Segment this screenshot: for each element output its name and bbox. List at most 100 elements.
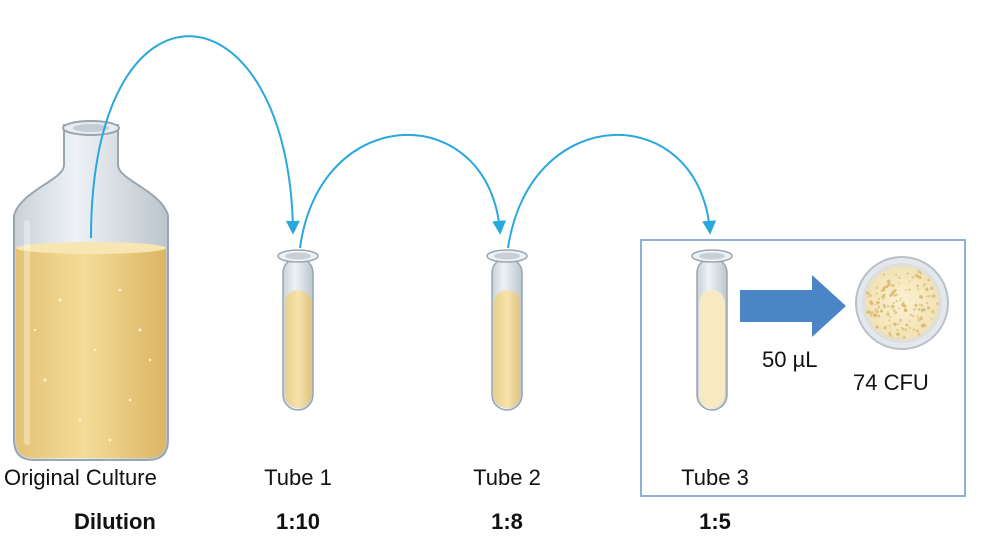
volume-label: 50 µL	[762, 347, 818, 372]
colony-dot	[919, 272, 923, 275]
transfer-arrow-tube2-to-tube3	[507, 134, 717, 249]
tube3-ratio: 1:5	[699, 509, 731, 534]
colony-dot	[919, 315, 923, 320]
colony-dot	[920, 303, 924, 307]
original-culture-label: Original Culture	[4, 465, 157, 490]
colony-dot	[918, 276, 922, 280]
colony-dot	[908, 280, 911, 282]
colony-dot	[905, 323, 909, 327]
colony-dot	[885, 313, 888, 316]
colony-dot	[917, 308, 921, 311]
colony-dot	[898, 276, 901, 279]
colony-dot	[897, 282, 900, 284]
colony-dot	[908, 288, 911, 291]
colony-dot	[866, 296, 869, 298]
colony-dot	[876, 311, 878, 314]
colony-dot	[911, 314, 915, 318]
colony-dot	[890, 291, 895, 295]
colony-dot	[883, 273, 886, 276]
colony-dot	[921, 308, 924, 311]
tube1-ratio: 1:10	[275, 509, 321, 534]
colony-dot	[882, 297, 885, 300]
colony-dot	[874, 303, 877, 306]
colony-dot	[895, 293, 898, 297]
colony-dot	[882, 293, 886, 298]
colony-dot	[880, 289, 883, 292]
colony-dot	[882, 305, 887, 309]
colony-dot	[895, 299, 898, 303]
colony-dot	[930, 309, 935, 314]
colony-dot	[930, 286, 934, 290]
colony-dot	[891, 336, 893, 339]
colony-dot	[892, 302, 895, 305]
colony-dot	[934, 295, 937, 298]
plating-arrow	[740, 275, 846, 337]
tube1-label: Tube 1	[264, 465, 332, 490]
colony-dot	[904, 289, 907, 292]
colony-dot	[926, 295, 928, 298]
transfer-arrow-tube1-to-tube2	[299, 134, 507, 249]
tube3-test-tube	[691, 249, 733, 411]
colony-dot	[898, 307, 900, 310]
colony-dot	[886, 279, 891, 284]
colony-dot	[903, 304, 907, 308]
colony-dot	[893, 322, 897, 327]
colony-dot	[875, 325, 879, 329]
colony-dot	[902, 301, 905, 304]
colony-dot	[899, 297, 902, 300]
colony-dot	[886, 311, 890, 314]
colony-dot	[889, 293, 893, 297]
colony-dot	[901, 327, 905, 331]
colony-dot	[883, 326, 887, 330]
colony-dot	[927, 278, 930, 282]
colony-dot	[931, 294, 936, 299]
colony-dot	[936, 302, 940, 306]
colony-dot	[868, 293, 872, 298]
colony-dot	[917, 288, 920, 291]
colony-dot	[916, 274, 920, 278]
colony-dot	[894, 311, 898, 315]
colony-dot	[876, 300, 880, 305]
colony-dot	[897, 322, 900, 326]
colony-dot	[903, 336, 906, 340]
colony-dot	[912, 328, 915, 331]
colony-dot	[895, 273, 898, 276]
colony-dot	[925, 287, 929, 292]
colony-dot	[918, 303, 921, 306]
colony-dot	[888, 331, 891, 335]
colony-dot	[890, 304, 895, 309]
dilution-label: Dilution	[74, 509, 156, 534]
colony-dot	[871, 311, 874, 314]
colony-dot	[882, 285, 886, 289]
colony-dot	[919, 295, 923, 299]
tube2-ratio: 1:8	[491, 509, 523, 534]
colony-dot	[900, 326, 903, 329]
colony-dot	[923, 283, 926, 286]
colony-dot	[892, 294, 895, 297]
colony-dot	[916, 329, 919, 333]
colony-dot	[875, 286, 879, 290]
colony-dot	[892, 309, 896, 312]
colony-dot	[874, 308, 878, 313]
colony-dot	[916, 315, 919, 318]
colony-dot	[866, 310, 870, 314]
colony-dot	[931, 317, 933, 320]
colony-dot	[899, 299, 902, 302]
colony-dot	[889, 324, 891, 327]
colony-dot	[877, 314, 881, 318]
colony-dot	[896, 329, 899, 332]
colony-dot	[868, 312, 872, 315]
colony-dot	[914, 308, 916, 311]
colony-dot	[920, 324, 924, 328]
colony-dot	[898, 318, 903, 323]
tube2-test-tube	[486, 249, 528, 411]
colony-dot	[928, 295, 931, 298]
colony-dot	[888, 319, 891, 321]
colony-dot	[866, 291, 870, 295]
petri-dish-icon	[855, 256, 949, 350]
colony-dot	[870, 314, 873, 317]
colony-dot	[877, 306, 880, 309]
colony-dot	[880, 309, 883, 313]
colony-dot	[885, 284, 889, 288]
